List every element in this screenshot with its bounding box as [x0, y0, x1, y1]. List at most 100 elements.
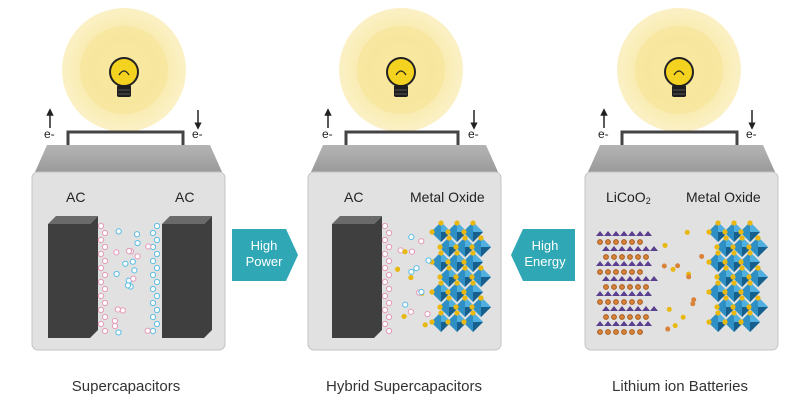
yellow-ion — [739, 265, 745, 271]
layer-facet — [602, 276, 610, 281]
pink-ion — [385, 257, 393, 265]
ac-electrode-right — [162, 216, 212, 338]
layer-facet — [612, 321, 620, 326]
blue-ion — [124, 282, 132, 289]
ion-dot — [680, 314, 686, 320]
pink-ion — [130, 275, 137, 282]
high-power-arrow: High Power — [232, 229, 298, 281]
pink-ion — [385, 327, 393, 335]
blue-ion — [149, 271, 157, 279]
crystal-facet — [473, 252, 483, 262]
layer-facet — [596, 291, 604, 296]
crystal-facet — [758, 277, 768, 287]
ion-dot — [666, 306, 672, 312]
yellow-ion — [755, 295, 761, 301]
crystal-facet — [750, 252, 760, 262]
yellow-ion — [437, 274, 443, 280]
yellow-ion — [461, 319, 467, 325]
yellow-ion — [739, 295, 745, 301]
yellow-ion — [469, 304, 475, 310]
pink-ion — [101, 299, 109, 307]
yellow-ion — [714, 304, 720, 310]
orange-ion — [621, 329, 627, 335]
pink-ion — [97, 250, 105, 258]
pink-ion — [101, 327, 109, 335]
crystal-facet — [481, 307, 491, 317]
yellow-ion — [429, 229, 435, 235]
pink-ion — [111, 322, 119, 330]
yellow-ion — [723, 295, 729, 301]
pink-ion — [381, 320, 389, 328]
yellow-ion — [470, 310, 476, 316]
layer-facet — [604, 321, 612, 326]
yellow-ion — [469, 244, 475, 250]
layer-facet — [634, 246, 642, 251]
blue-ion — [149, 229, 157, 237]
yellow-ion — [747, 310, 753, 316]
yellow-ion — [437, 244, 443, 250]
orange-ion — [611, 314, 617, 320]
ac-electrode-left — [48, 216, 98, 338]
crystal-facet — [758, 297, 768, 307]
cell-lid — [311, 145, 498, 172]
layer-facet — [642, 246, 650, 251]
orange-ion — [603, 254, 609, 260]
yellow-ion — [478, 235, 484, 241]
ion-dot — [690, 301, 696, 307]
yellow-ion — [731, 250, 737, 256]
yellow-ion — [738, 259, 744, 265]
yellow-ion — [746, 274, 752, 280]
pink-ion — [385, 243, 393, 251]
crystal-facet — [473, 262, 483, 272]
layer-facet — [596, 261, 604, 266]
layer-facet — [610, 246, 618, 251]
pink-ion — [97, 236, 105, 244]
crystal-facet — [750, 312, 760, 322]
layer-facet — [610, 306, 618, 311]
yellow-ion — [730, 244, 736, 250]
layer-facet — [612, 291, 620, 296]
orange-ion — [637, 239, 643, 245]
layer-facet — [602, 306, 610, 311]
pink-ion — [101, 257, 109, 265]
crystal-facet — [750, 322, 760, 332]
yellow-ion — [437, 304, 443, 310]
ion-dot — [662, 242, 668, 248]
yellow-ion — [422, 322, 428, 328]
ion-dot — [670, 266, 676, 272]
crystal-facet — [750, 292, 760, 302]
electron-label-left: e- — [44, 127, 55, 141]
layer-facet — [644, 261, 652, 266]
layer-facet — [618, 306, 626, 311]
ion-dot — [675, 263, 681, 269]
ions-hybrid — [381, 222, 432, 335]
pink-ion — [134, 253, 141, 260]
crystal-facet — [758, 267, 768, 277]
layer-facet — [644, 321, 652, 326]
cell-lid — [35, 145, 222, 172]
orange-ion — [629, 329, 635, 335]
yellow-ion — [706, 319, 712, 325]
pink-ion — [114, 306, 121, 313]
crystal-facet — [473, 222, 483, 232]
blue-ion — [153, 264, 161, 272]
orange-ion — [605, 329, 611, 335]
blue-ion — [129, 258, 136, 265]
pink-ion — [97, 278, 105, 286]
yellow-ion — [454, 310, 460, 316]
layer-facet — [628, 291, 636, 296]
orange-ion — [621, 299, 627, 305]
yellow-ion — [722, 319, 728, 325]
yellow-ion — [738, 319, 744, 325]
ion-dot — [408, 233, 415, 241]
yellow-ion — [402, 249, 408, 255]
orange-ion — [627, 254, 633, 260]
pink-ion — [97, 306, 105, 314]
blue-ion — [122, 260, 129, 267]
yellow-ion — [429, 319, 435, 325]
ion-dot — [402, 301, 409, 308]
yellow-ion — [747, 220, 753, 226]
orange-ion — [643, 314, 649, 320]
pink-ion — [381, 278, 389, 286]
